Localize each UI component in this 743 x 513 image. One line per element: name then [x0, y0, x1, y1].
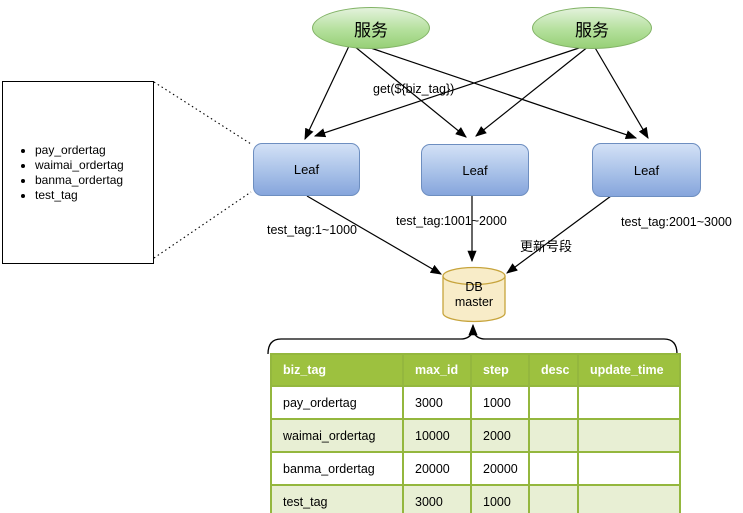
edge-label-segment-leaf1: test_tag:1~1000 — [267, 223, 358, 237]
table-row: pay_ordertag 3000 1000 — [270, 385, 681, 420]
service-node-1-label: 服务 — [354, 20, 388, 40]
edge-service1-leaf2 — [353, 45, 467, 138]
edge-leaf3-db — [506, 195, 612, 274]
col-header-biz-tag: biz_tag — [270, 353, 404, 387]
edge-label-segment-leaf2: test_tag:1001~2000 — [396, 214, 507, 228]
callout-line-bottom — [153, 191, 252, 259]
edge-service2-leaf1 — [313, 45, 586, 138]
leaf-node-3: Leaf — [592, 143, 701, 197]
edge-service2-leaf2 — [475, 45, 590, 137]
db-master-label-line2: master — [454, 295, 494, 309]
table-row: test_tag 3000 1000 — [270, 484, 681, 513]
callout-line-top — [153, 81, 252, 145]
col-header-max-id: max_id — [402, 353, 472, 387]
col-header-update-time: update_time — [577, 353, 681, 387]
cell-step: 2000 — [470, 418, 530, 453]
db-master-label-line1: DB — [465, 280, 483, 294]
edge-label-segment-leaf3: test_tag:2001~3000 — [621, 215, 732, 229]
cell-max-id: 20000 — [402, 451, 472, 486]
cell-update-time — [577, 385, 681, 420]
edge-label-get-call: get(${biz_tag}) — [373, 82, 455, 96]
biz-tag-list: pay_ordertag waimai_ordertag banma_order… — [3, 143, 124, 203]
cell-step: 20000 — [470, 451, 530, 486]
leaf-node-2-label: Leaf — [462, 162, 488, 178]
cell-desc — [528, 484, 579, 513]
edge-service2-leaf3 — [593, 45, 649, 139]
service-node-2-label: 服务 — [575, 20, 609, 40]
edge-service1-leaf3 — [358, 43, 638, 140]
table-row: waimai_ordertag 10000 2000 — [270, 418, 681, 453]
biz-tag-item: waimai_ordertag — [35, 158, 124, 173]
leaf-node-1: Leaf — [253, 143, 360, 196]
biz-tag-list-box: pay_ordertag waimai_ordertag banma_order… — [2, 81, 154, 264]
cell-biz-tag: banma_ordertag — [270, 451, 404, 486]
cell-step: 1000 — [470, 484, 530, 513]
cell-step: 1000 — [470, 385, 530, 420]
col-header-step: step — [470, 353, 530, 387]
table-row: banma_ordertag 20000 20000 — [270, 451, 681, 486]
database-cylinder-icon — [442, 266, 506, 323]
cell-desc — [528, 385, 579, 420]
leaf-node-2: Leaf — [421, 144, 529, 196]
table-brace — [267, 330, 678, 355]
cell-max-id: 3000 — [402, 385, 472, 420]
cell-update-time — [577, 484, 681, 513]
cell-update-time — [577, 418, 681, 453]
table-header-row: biz_tag max_id step desc update_time — [270, 353, 681, 387]
cell-biz-tag: waimai_ordertag — [270, 418, 404, 453]
biz-tag-item: banma_ordertag — [35, 173, 124, 188]
edge-label-update-segment: 更新号段 — [520, 239, 573, 254]
leaf-node-1-label: Leaf — [293, 162, 320, 177]
biz-tag-item: test_tag — [35, 188, 124, 203]
cell-desc — [528, 418, 579, 453]
cell-biz-tag: test_tag — [270, 484, 404, 513]
leaf-node-3-label: Leaf — [633, 162, 660, 178]
service-node-2: 服务 — [532, 7, 652, 49]
edge-leaf1-db — [306, 195, 442, 275]
db-master-label: DB master — [443, 280, 505, 310]
cell-max-id: 10000 — [402, 418, 472, 453]
service-node-1: 服务 — [312, 7, 430, 49]
cell-update-time — [577, 451, 681, 486]
edge-service1-leaf1 — [304, 45, 350, 141]
cell-biz-tag: pay_ordertag — [270, 385, 404, 420]
biz-tag-item: pay_ordertag — [35, 143, 124, 158]
cell-desc — [528, 451, 579, 486]
col-header-desc: desc — [528, 353, 579, 387]
cell-max-id: 3000 — [402, 484, 472, 513]
segment-table: biz_tag max_id step desc update_time pay… — [270, 353, 681, 513]
